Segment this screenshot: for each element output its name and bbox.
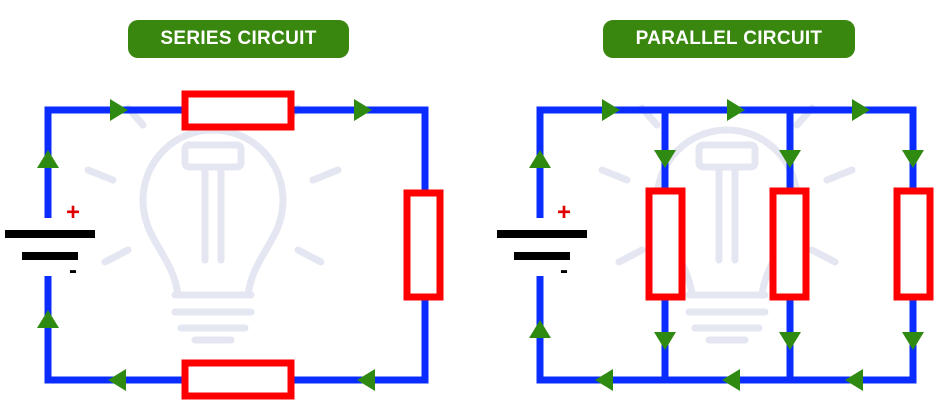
arrow-icon bbox=[108, 369, 126, 391]
parallel-resistor-1 bbox=[645, 187, 686, 301]
series-current-arrows bbox=[37, 99, 375, 391]
arrow-icon bbox=[902, 150, 924, 168]
arrow-icon bbox=[779, 150, 801, 168]
arrow-icon bbox=[654, 332, 676, 350]
arrow-icon bbox=[654, 150, 676, 168]
series-circuit-title: SERIES CIRCUIT bbox=[128, 20, 349, 58]
arrow-icon bbox=[852, 99, 870, 121]
parallel-resistor-3 bbox=[893, 187, 934, 301]
light-bulb-icon bbox=[88, 108, 338, 340]
battery-plate-long bbox=[497, 230, 587, 238]
light-bulb-icon bbox=[602, 108, 852, 340]
arrow-icon bbox=[779, 332, 801, 350]
battery-plus-sign: + bbox=[66, 199, 80, 226]
arrow-icon bbox=[529, 320, 551, 338]
series-resistor-top bbox=[181, 90, 295, 131]
battery-plate-short bbox=[514, 252, 570, 260]
series-resistor-bottom bbox=[181, 359, 295, 400]
battery-plate-long bbox=[5, 230, 95, 238]
battery-plus-sign: + bbox=[557, 199, 571, 226]
arrow-icon bbox=[602, 99, 620, 121]
arrow-icon bbox=[845, 369, 863, 391]
arrow-icon bbox=[727, 99, 745, 121]
arrow-icon bbox=[110, 99, 128, 121]
battery-minus-sign: - bbox=[560, 257, 568, 284]
battery-plate-short bbox=[22, 252, 78, 260]
arrow-icon bbox=[902, 332, 924, 350]
series-wires bbox=[44, 106, 429, 384]
series-resistor-right bbox=[403, 189, 444, 301]
arrow-icon bbox=[37, 150, 59, 168]
arrow-icon bbox=[357, 369, 375, 391]
series-battery: + - bbox=[5, 199, 95, 284]
arrow-icon bbox=[37, 310, 59, 328]
parallel-resistor-2 bbox=[769, 187, 810, 301]
parallel-current-arrows bbox=[529, 99, 924, 391]
arrow-icon bbox=[354, 99, 372, 121]
parallel-battery: + - bbox=[497, 199, 587, 284]
arrow-icon bbox=[529, 150, 551, 168]
battery-minus-sign: - bbox=[69, 257, 77, 284]
arrow-icon bbox=[595, 369, 613, 391]
parallel-circuit-title: PARALLEL CIRCUIT bbox=[603, 20, 855, 58]
arrow-icon bbox=[722, 369, 740, 391]
